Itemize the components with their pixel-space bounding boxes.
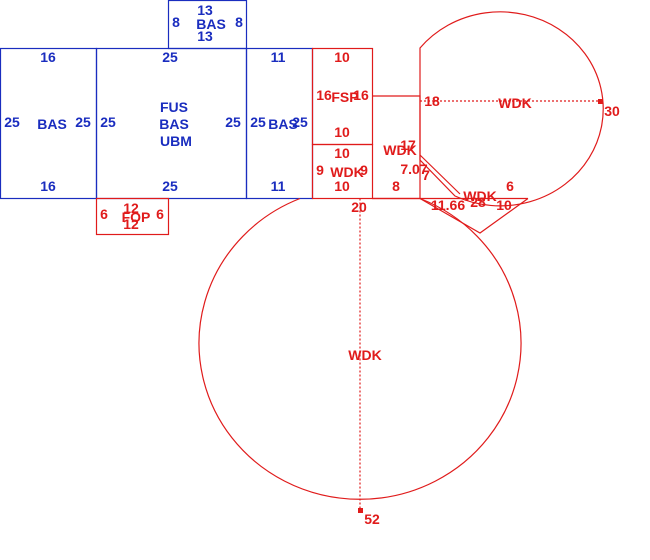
bas-top-bottom-dim: 13 [197, 28, 213, 44]
wdk-small-outline [311, 143, 374, 200]
wdk-diamond-outline [419, 197, 529, 234]
wdk-diamond-dim-28: 28 [470, 194, 486, 210]
bas-left-right-dim: 25 [75, 114, 91, 130]
bas-right-bottom-dim: 11 [271, 178, 286, 194]
wdk-small-left-dim: 9 [316, 162, 324, 178]
fop-bottom-dim: 12 [123, 216, 139, 232]
wdk-mid-dim-17: 17 [400, 137, 416, 153]
wdk-lower-label: WDK [348, 347, 381, 363]
fus-bas-label: BAS [159, 116, 189, 132]
wdk-diamond-label: WDK [463, 188, 496, 204]
upper-radius-marker [598, 99, 603, 104]
wdk-mid-dim-707: 7.07 [400, 161, 427, 177]
fop-label: FOP [122, 209, 151, 225]
bas-left-bottom-dim: 16 [40, 178, 56, 194]
wdk-upper-circle-outline [419, 11, 604, 207]
fop-right-dim: 6 [156, 206, 164, 222]
fop-left-dim: 6 [100, 206, 108, 222]
wdk-upper-dim-18: 18 [424, 93, 440, 109]
fsp-top-dim: 10 [334, 49, 350, 65]
lower-radius-marker [358, 508, 363, 513]
wdk-upper-label: WDK [498, 95, 531, 111]
wdk-lower-radius-dim: 52 [364, 511, 380, 527]
wdk-diamond-dim-6: 6 [506, 178, 514, 194]
wdk-small-top-dim: 10 [334, 145, 350, 161]
bas-top-left-dim: 8 [172, 14, 180, 30]
fsp-bottom-dim: 10 [334, 124, 350, 140]
wdk-mid-label: WDK [383, 142, 416, 158]
bas-right-right-dim: 25 [292, 114, 308, 130]
fop-outline [95, 197, 170, 236]
fsp-left-dim: 16 [316, 87, 332, 103]
wdk-lower-dim-20: 20 [351, 199, 367, 215]
bas-right-left-dim: 25 [250, 114, 266, 130]
bas-left-top-dim: 16 [40, 49, 56, 65]
fsp-label: FSP [331, 89, 358, 105]
wdk-mid-dim-7: 7 [422, 167, 430, 183]
fus-top-dim: 25 [162, 49, 178, 65]
wdk-diamond-dim-1166: 11.66 [431, 197, 465, 213]
bas-top-top-dim: 13 [197, 2, 213, 18]
wdk-small-label: WDK [330, 164, 363, 180]
ubm-label: UBM [160, 133, 192, 149]
bas-top-right-dim: 8 [235, 14, 243, 30]
bas-right-label: BAS [268, 116, 298, 132]
bas-top-outline [167, 0, 248, 50]
bas-left-label: BAS [37, 116, 67, 132]
fop-top-dim: 12 [123, 200, 139, 216]
wdk-diamond-dim-10: 10 [496, 197, 512, 213]
fus-label: FUS [160, 99, 188, 115]
bas-right-top-dim: 11 [271, 49, 286, 65]
wdk-mid-dim-8: 8 [392, 178, 400, 194]
fsp-right-dim: 16 [353, 87, 369, 103]
wdk-small-right-dim: 9 [360, 162, 368, 178]
fus-right-dim: 25 [225, 114, 241, 130]
bas-top-label: BAS [196, 16, 226, 32]
fus-left-dim: 25 [100, 114, 116, 130]
wdk-mid-diagonal [419, 154, 461, 195]
fus-bottom-dim: 25 [162, 178, 178, 194]
wdk-small-bottom-dim: 10 [334, 178, 350, 194]
bas-left-left-dim: 25 [4, 114, 20, 130]
wdk-upper-radius-dim: 30 [604, 103, 620, 119]
